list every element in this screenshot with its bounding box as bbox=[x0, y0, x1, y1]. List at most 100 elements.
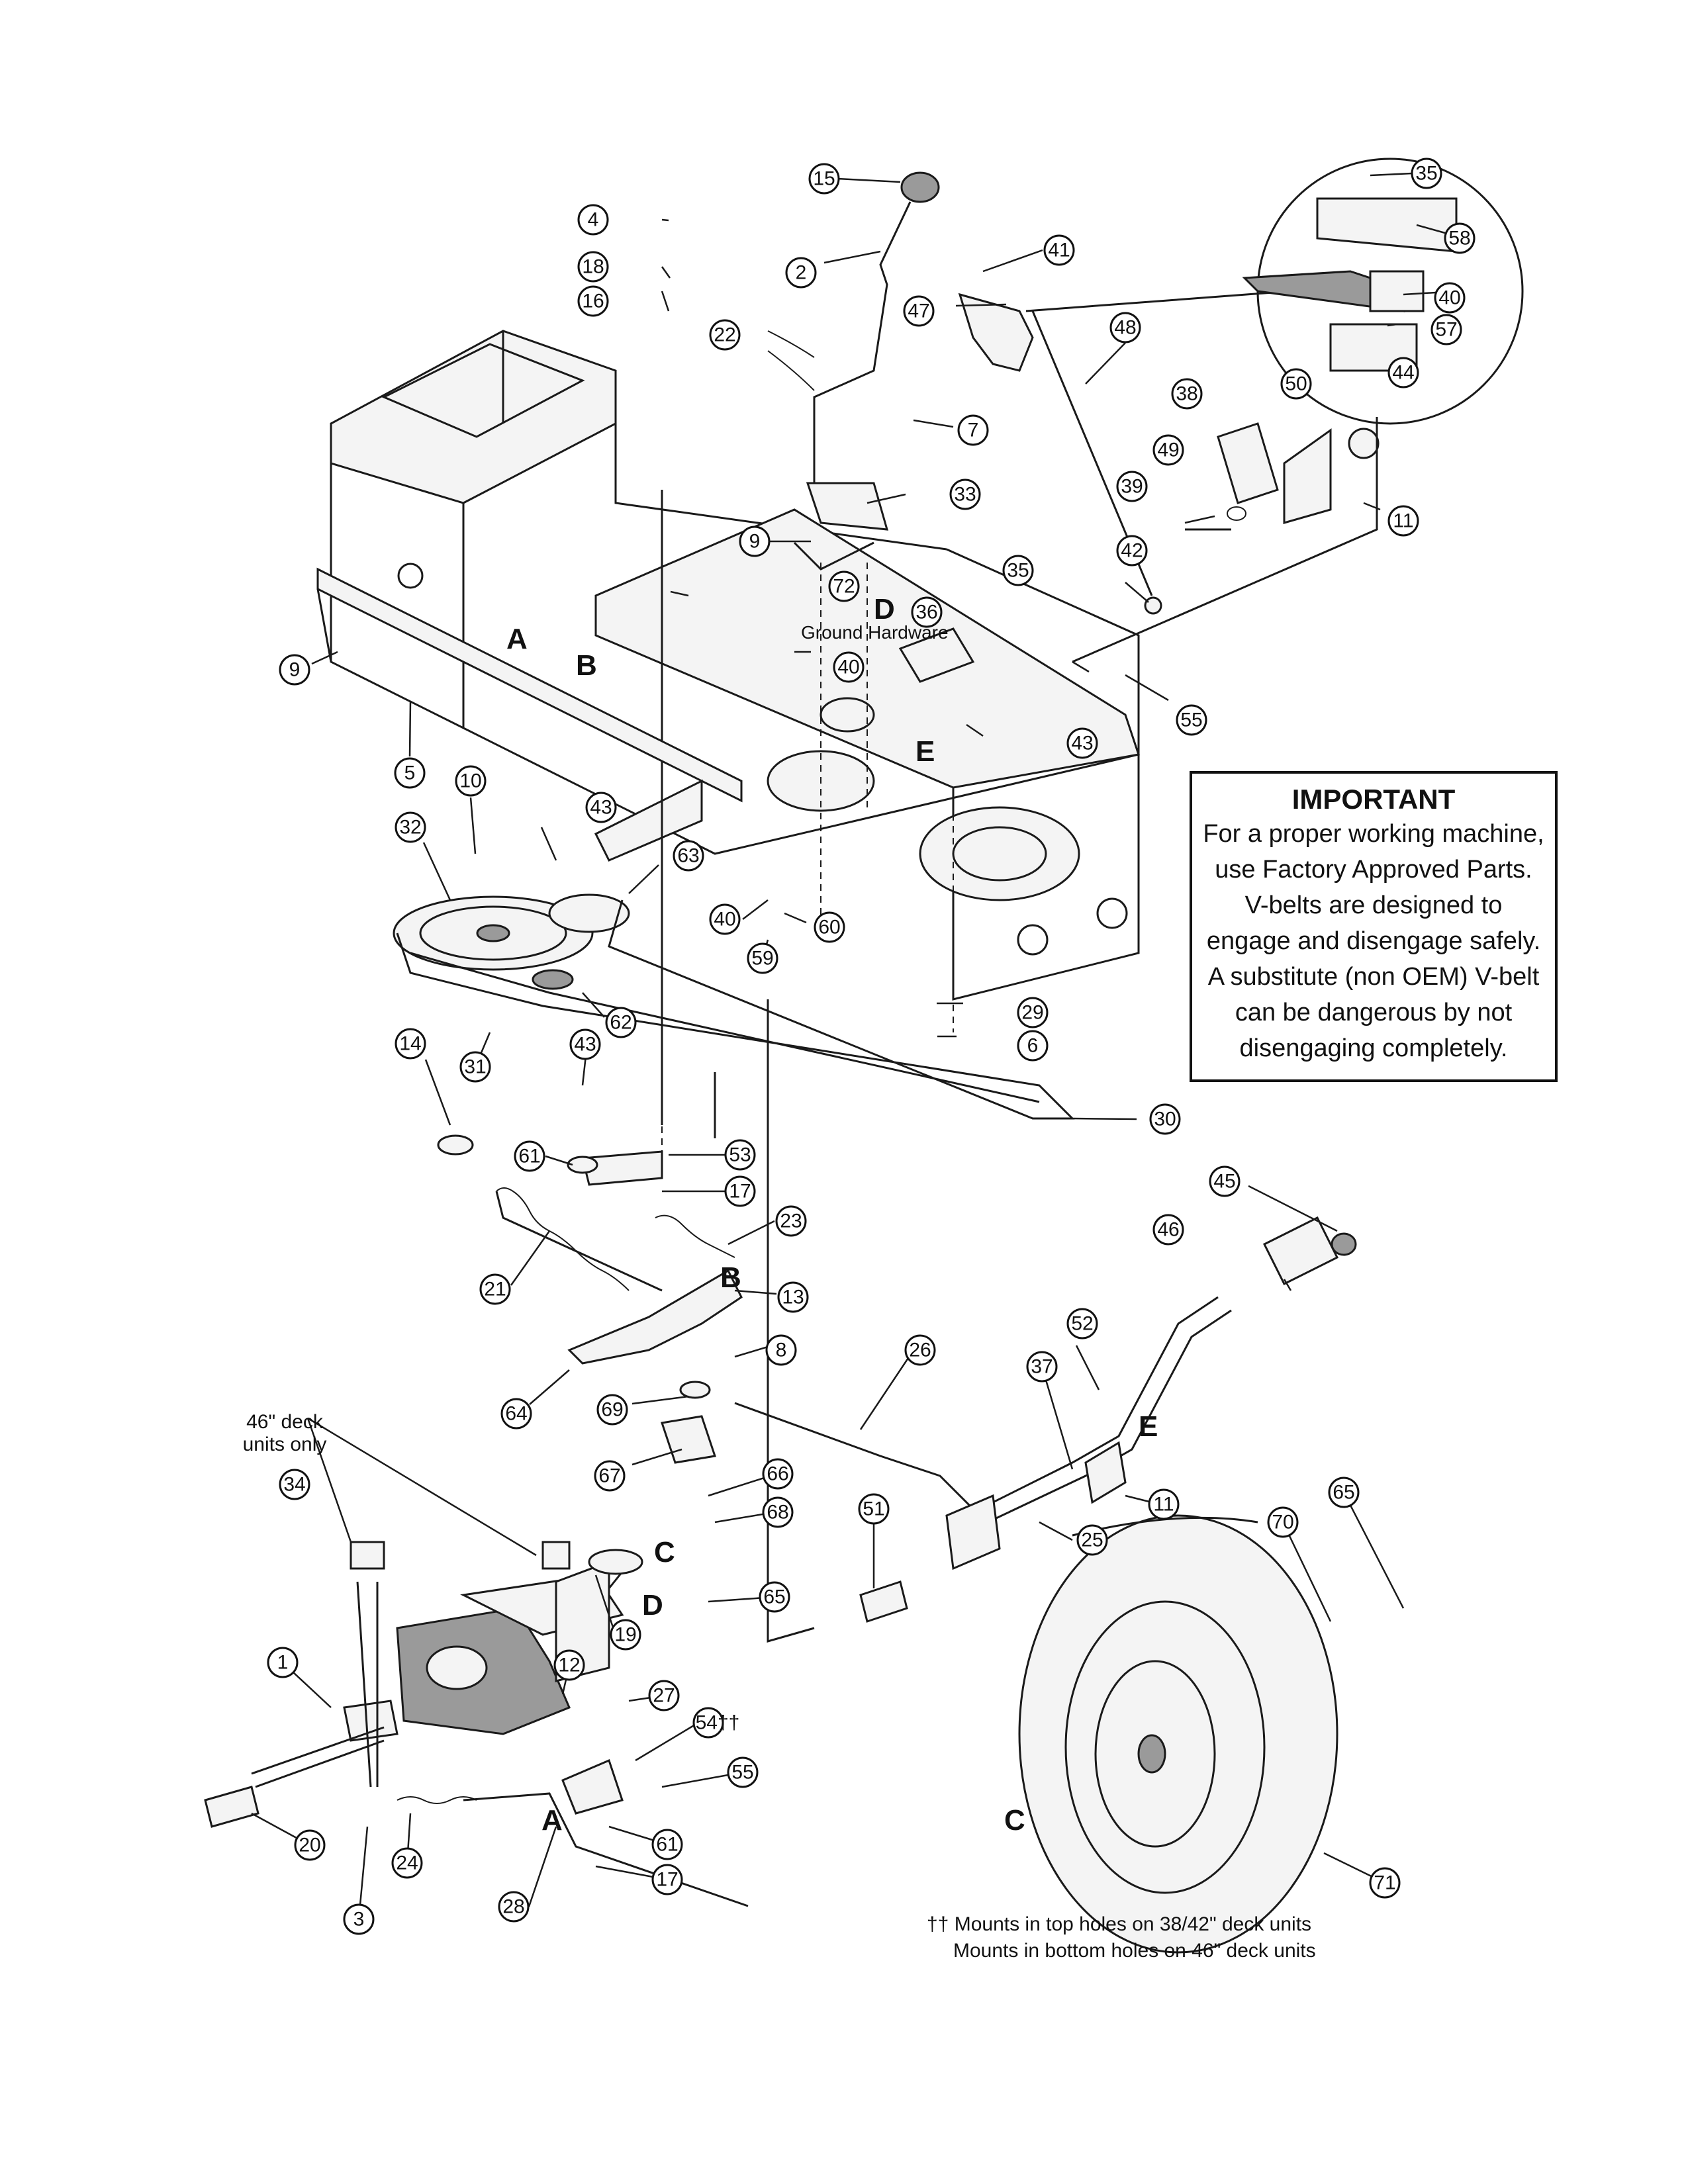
callout: 6 bbox=[1017, 1030, 1049, 1062]
callout: 53 bbox=[724, 1139, 756, 1171]
callout: 3 bbox=[343, 1903, 375, 1935]
callouts: 15 35 4 58 18 2 41 16 40 47 22 57 48 44 … bbox=[267, 158, 1476, 1935]
svg-text:12: 12 bbox=[558, 1655, 580, 1676]
svg-text:70: 70 bbox=[1272, 1512, 1293, 1533]
svg-text:22: 22 bbox=[714, 324, 735, 346]
letter-marker: A bbox=[541, 1804, 563, 1837]
svg-text:13: 13 bbox=[782, 1287, 804, 1308]
svg-text:11: 11 bbox=[1153, 1494, 1174, 1516]
letter-marker: E bbox=[915, 735, 935, 768]
callout: 49 bbox=[1152, 434, 1184, 466]
callout: 41 bbox=[1043, 234, 1075, 266]
callout: 28 bbox=[498, 1891, 530, 1923]
footnote-line-1: †† Mounts in top holes on 38/42" deck un… bbox=[927, 1913, 1312, 1935]
svg-text:62: 62 bbox=[610, 1012, 632, 1034]
callout: 18 bbox=[577, 251, 609, 283]
brake-assembly bbox=[958, 290, 1380, 663]
callout: 72 bbox=[828, 570, 860, 602]
shift-rod bbox=[734, 999, 1357, 1643]
letter-marker: D bbox=[642, 1589, 663, 1621]
svg-text:34: 34 bbox=[283, 1474, 305, 1496]
svg-text:50: 50 bbox=[1285, 373, 1307, 395]
svg-text:24: 24 bbox=[396, 1852, 418, 1874]
callout: 2 bbox=[785, 257, 817, 289]
callout: 42 bbox=[1116, 535, 1148, 567]
callout: 13 bbox=[777, 1281, 809, 1313]
svg-text:8: 8 bbox=[776, 1340, 787, 1361]
svg-text:40: 40 bbox=[714, 909, 735, 931]
callout: 31 bbox=[459, 1051, 491, 1083]
callout: 54†† bbox=[692, 1707, 740, 1739]
callout: 35 bbox=[1002, 555, 1034, 586]
letter-marker: C bbox=[1004, 1804, 1025, 1837]
deck-note: 46" deck units only bbox=[242, 1411, 327, 1455]
callout: 19 bbox=[610, 1619, 641, 1651]
svg-text:43: 43 bbox=[574, 1034, 596, 1056]
callout: 55 bbox=[1176, 704, 1207, 736]
callout: 20 bbox=[294, 1829, 326, 1861]
callout: 71 bbox=[1369, 1867, 1401, 1899]
callout: 16 bbox=[577, 285, 609, 317]
callout: 50 bbox=[1280, 368, 1312, 400]
svg-text:41: 41 bbox=[1048, 240, 1070, 261]
callout: 12 bbox=[553, 1649, 585, 1681]
svg-text:17: 17 bbox=[656, 1869, 678, 1891]
svg-text:59: 59 bbox=[751, 948, 773, 970]
svg-text:30: 30 bbox=[1154, 1109, 1176, 1130]
callout: 22 bbox=[709, 319, 741, 351]
callout: 21 bbox=[479, 1273, 511, 1305]
svg-text:43: 43 bbox=[1071, 733, 1093, 754]
callout: 40 bbox=[709, 903, 741, 935]
letter-marker: C bbox=[654, 1536, 675, 1569]
svg-text:60: 60 bbox=[818, 917, 840, 938]
callout: 39 bbox=[1116, 471, 1148, 502]
callout: 48 bbox=[1109, 312, 1141, 343]
callout: 40 bbox=[833, 651, 865, 683]
svg-text:26: 26 bbox=[909, 1340, 931, 1361]
svg-text:46: 46 bbox=[1157, 1219, 1179, 1241]
svg-text:3: 3 bbox=[353, 1909, 365, 1931]
svg-text:45: 45 bbox=[1213, 1171, 1235, 1193]
svg-text:6: 6 bbox=[1027, 1035, 1039, 1057]
svg-text:9: 9 bbox=[289, 659, 301, 681]
callout: 38 bbox=[1171, 378, 1203, 410]
svg-text:55: 55 bbox=[1180, 709, 1202, 731]
letter-marker: E bbox=[1139, 1410, 1158, 1443]
svg-text:33: 33 bbox=[954, 484, 976, 506]
svg-text:25: 25 bbox=[1081, 1529, 1103, 1551]
svg-text:47: 47 bbox=[908, 300, 929, 322]
svg-text:67: 67 bbox=[598, 1465, 620, 1487]
callout: 47 bbox=[903, 295, 935, 327]
shift-lever bbox=[661, 171, 940, 741]
svg-text:14: 14 bbox=[399, 1033, 421, 1055]
callout: 65 bbox=[1328, 1477, 1360, 1508]
svg-text:65: 65 bbox=[1333, 1482, 1354, 1504]
svg-text:7: 7 bbox=[968, 420, 979, 441]
svg-text:40: 40 bbox=[1438, 287, 1460, 309]
svg-text:5: 5 bbox=[404, 762, 416, 784]
callout: 52 bbox=[1066, 1308, 1098, 1340]
svg-text:39: 39 bbox=[1121, 476, 1143, 498]
callout: 1 bbox=[267, 1647, 299, 1678]
svg-text:19: 19 bbox=[614, 1624, 636, 1646]
drive-belt bbox=[393, 893, 1075, 1156]
hardware-lines bbox=[661, 563, 954, 1165]
svg-text:54††: 54†† bbox=[696, 1712, 740, 1734]
svg-text:28: 28 bbox=[502, 1896, 524, 1918]
callout: 62 bbox=[605, 1007, 637, 1038]
svg-text:52: 52 bbox=[1071, 1313, 1093, 1335]
svg-text:15: 15 bbox=[813, 168, 835, 190]
svg-text:55: 55 bbox=[731, 1762, 753, 1784]
svg-text:53: 53 bbox=[729, 1144, 751, 1166]
callout: 30 bbox=[1149, 1103, 1181, 1135]
svg-text:43: 43 bbox=[590, 797, 612, 819]
svg-text:72: 72 bbox=[833, 576, 855, 598]
svg-text:48: 48 bbox=[1114, 317, 1136, 339]
svg-text:11: 11 bbox=[1393, 510, 1413, 532]
callout: 11 bbox=[1148, 1488, 1180, 1520]
callout: 5 bbox=[394, 757, 426, 789]
svg-text:35: 35 bbox=[1007, 560, 1029, 582]
callout: 33 bbox=[949, 478, 981, 510]
svg-text:31: 31 bbox=[464, 1056, 486, 1078]
svg-text:1: 1 bbox=[277, 1652, 289, 1674]
